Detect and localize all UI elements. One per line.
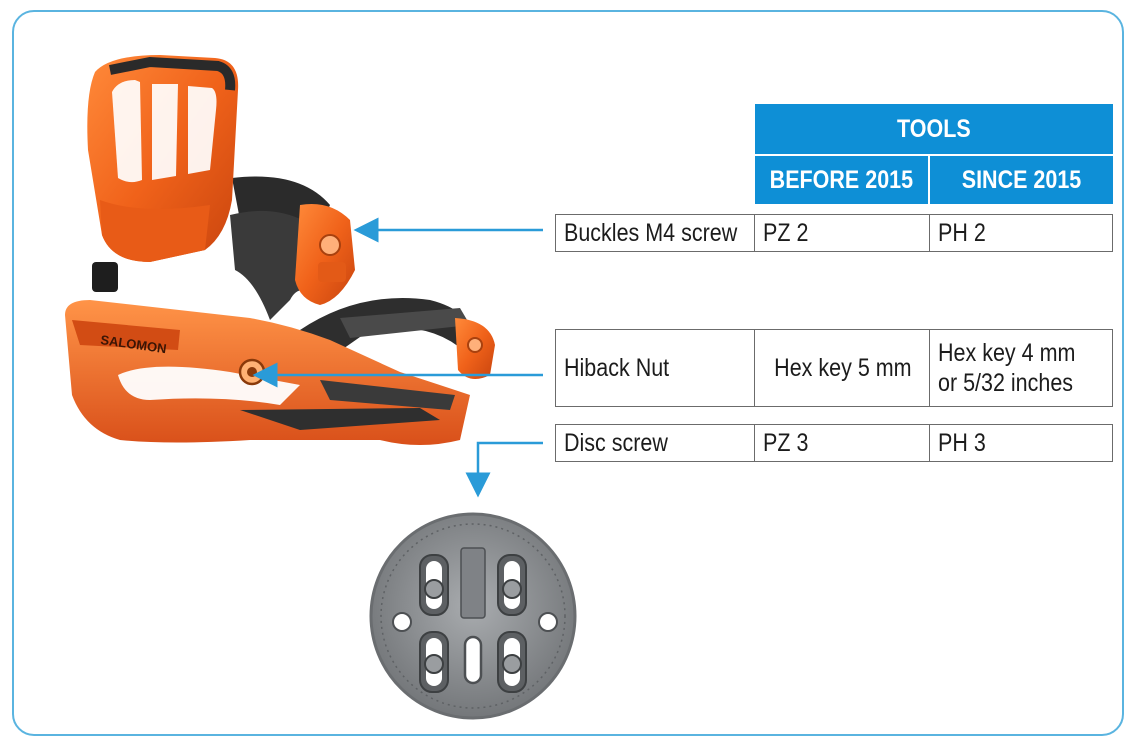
row-buckles-before: PZ 2 [754, 214, 931, 252]
col-header-since-2015: SINCE 2015 [930, 156, 1113, 204]
row-disc-before: PZ 3 [754, 424, 931, 462]
row-hiback-part: Hiback Nut [555, 329, 756, 407]
arrow-disc [465, 441, 543, 498]
row-hiback-since-line1: Hex key 4 mm [938, 339, 1076, 367]
callout-arrows [252, 217, 543, 498]
row-hiback-since: Hex key 4 mm or 5/32 inches [929, 329, 1113, 407]
row-hiback-before: Hex key 5 mm [754, 329, 931, 407]
col-header-before-2015: BEFORE 2015 [755, 156, 928, 204]
row-hiback-since-line2: or 5/32 inches [938, 369, 1074, 397]
row-disc-since: PH 3 [929, 424, 1113, 462]
row-buckles-part: Buckles M4 screw [555, 214, 756, 252]
snowboard-binding: SALOMON [65, 55, 495, 445]
diagram-frame [12, 10, 1124, 736]
row-buckles-since: PH 2 [929, 214, 1113, 252]
tools-header: TOOLS [755, 104, 1113, 154]
row-disc-part: Disc screw [555, 424, 756, 462]
binding-disc [369, 512, 577, 720]
